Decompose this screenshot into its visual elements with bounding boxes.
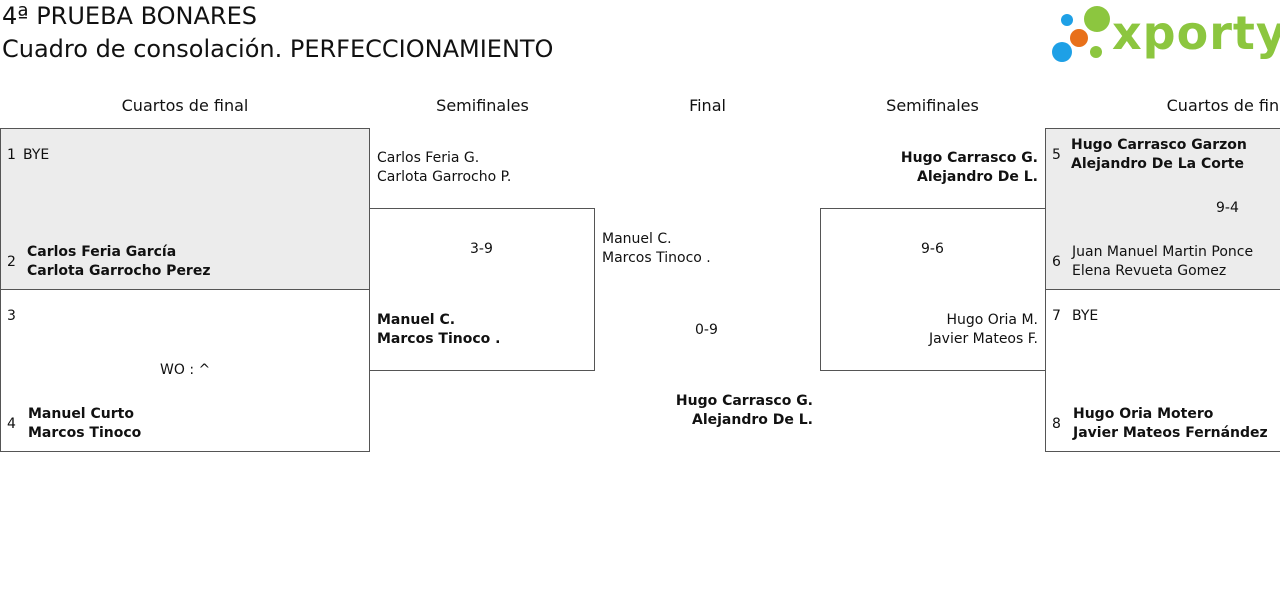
player-name: Marcos Tinoco . [377,331,501,347]
team-entry[interactable]: Hugo Carrasco Garzon Alejandro De La Cor… [1071,136,1247,174]
player-name: Manuel C. [377,312,456,328]
team-entry[interactable]: Manuel C. Marcos Tinoco . [377,311,500,349]
match-score: WO : ^ [160,362,211,378]
logo-dot-blue [1052,42,1072,62]
team-entry[interactable]: Juan Manuel Martin Ponce Elena Revueta G… [1072,243,1253,281]
team-entry[interactable]: Manuel Curto Marcos Tinoco [28,405,141,443]
player-name: Elena Revueta Gomez [1072,263,1227,279]
player-name: Hugo Carrasco G. [900,150,1038,166]
seed-number: 7 [1052,308,1061,324]
match-box-left-semi[interactable] [369,208,595,371]
match-box-q3[interactable] [1045,128,1280,290]
round-header-final: Final [689,96,726,115]
match-score: 9-6 [921,241,944,257]
round-header-right-quarters: Cuartos de final [1166,96,1280,115]
team-entry[interactable]: Hugo Oria Motero Javier Mateos Fernández [1073,405,1268,443]
match-score: 3-9 [470,241,493,257]
match-score: 0-9 [695,322,718,338]
player-name: Carlota Garrocho P. [377,169,512,185]
seed-number: 8 [1052,416,1061,432]
player-name: Carlos Feria G. [377,150,480,166]
team-entry[interactable]: Carlos Feria García Carlota Garrocho Per… [27,243,210,281]
round-header-left-semis: Semifinales [436,96,529,115]
match-box-q1[interactable] [0,128,370,290]
seed-number: 1 [7,147,16,163]
team-entry[interactable]: Hugo Carrasco G. Alejandro De L. [860,149,1038,187]
player-name: Hugo Carrasco G. [675,393,813,409]
match-box-q4[interactable] [1045,289,1280,452]
match-score: 9-4 [1216,200,1239,216]
player-name: Marcos Tinoco [28,425,142,441]
logo-wordmark: xporty [1112,6,1280,60]
page-subtitle: Cuadro de consolación. PERFECCIONAMIENTO [2,35,554,63]
player-name: Hugo Oria Motero [1073,406,1214,422]
logo-dot-orange [1070,29,1088,47]
round-header-left-quarters: Cuartos de final [121,96,249,115]
player-name: Manuel C. [602,231,672,247]
player-name: Alejandro De La Corte [1071,156,1244,172]
player-bye: BYE [23,147,50,163]
logo-dot-blue-small [1061,14,1073,26]
player-name: Marcos Tinoco . [602,250,711,266]
page-title: 4ª PRUEBA BONARES [2,2,257,30]
round-header-right-semis: Semifinales [886,96,979,115]
seed-number: 3 [7,308,16,324]
seed-number: 5 [1052,147,1061,163]
team-entry[interactable]: Manuel C. Marcos Tinoco . [602,230,711,268]
seed-number: 2 [7,254,16,270]
player-name: Carlota Garrocho Perez [27,263,211,279]
player-bye: BYE [1072,308,1099,324]
player-name: Carlos Feria García [27,244,177,260]
player-name: Javier Mateos Fernández [1073,425,1268,441]
player-name: Alejandro De L. [917,169,1038,185]
player-name: Javier Mateos F. [928,331,1038,347]
player-name: Manuel Curto [28,406,134,422]
seed-number: 6 [1052,254,1061,270]
player-name: Juan Manuel Martin Ponce [1072,244,1254,260]
champion-entry[interactable]: Hugo Carrasco G. Alejandro De L. [640,392,813,430]
team-entry[interactable]: Carlos Feria G. Carlota Garrocho P. [377,149,511,187]
logo-dot-green [1084,6,1110,32]
player-name: Alejandro De L. [692,412,813,428]
team-entry[interactable]: Hugo Oria M. Javier Mateos F. [860,311,1038,349]
xporty-logo[interactable]: xporty [1050,4,1280,66]
logo-dot-green-small [1090,46,1102,58]
seed-number: 4 [7,416,16,432]
player-name: Hugo Oria M. [946,312,1038,328]
player-name: Hugo Carrasco Garzon [1071,137,1247,153]
